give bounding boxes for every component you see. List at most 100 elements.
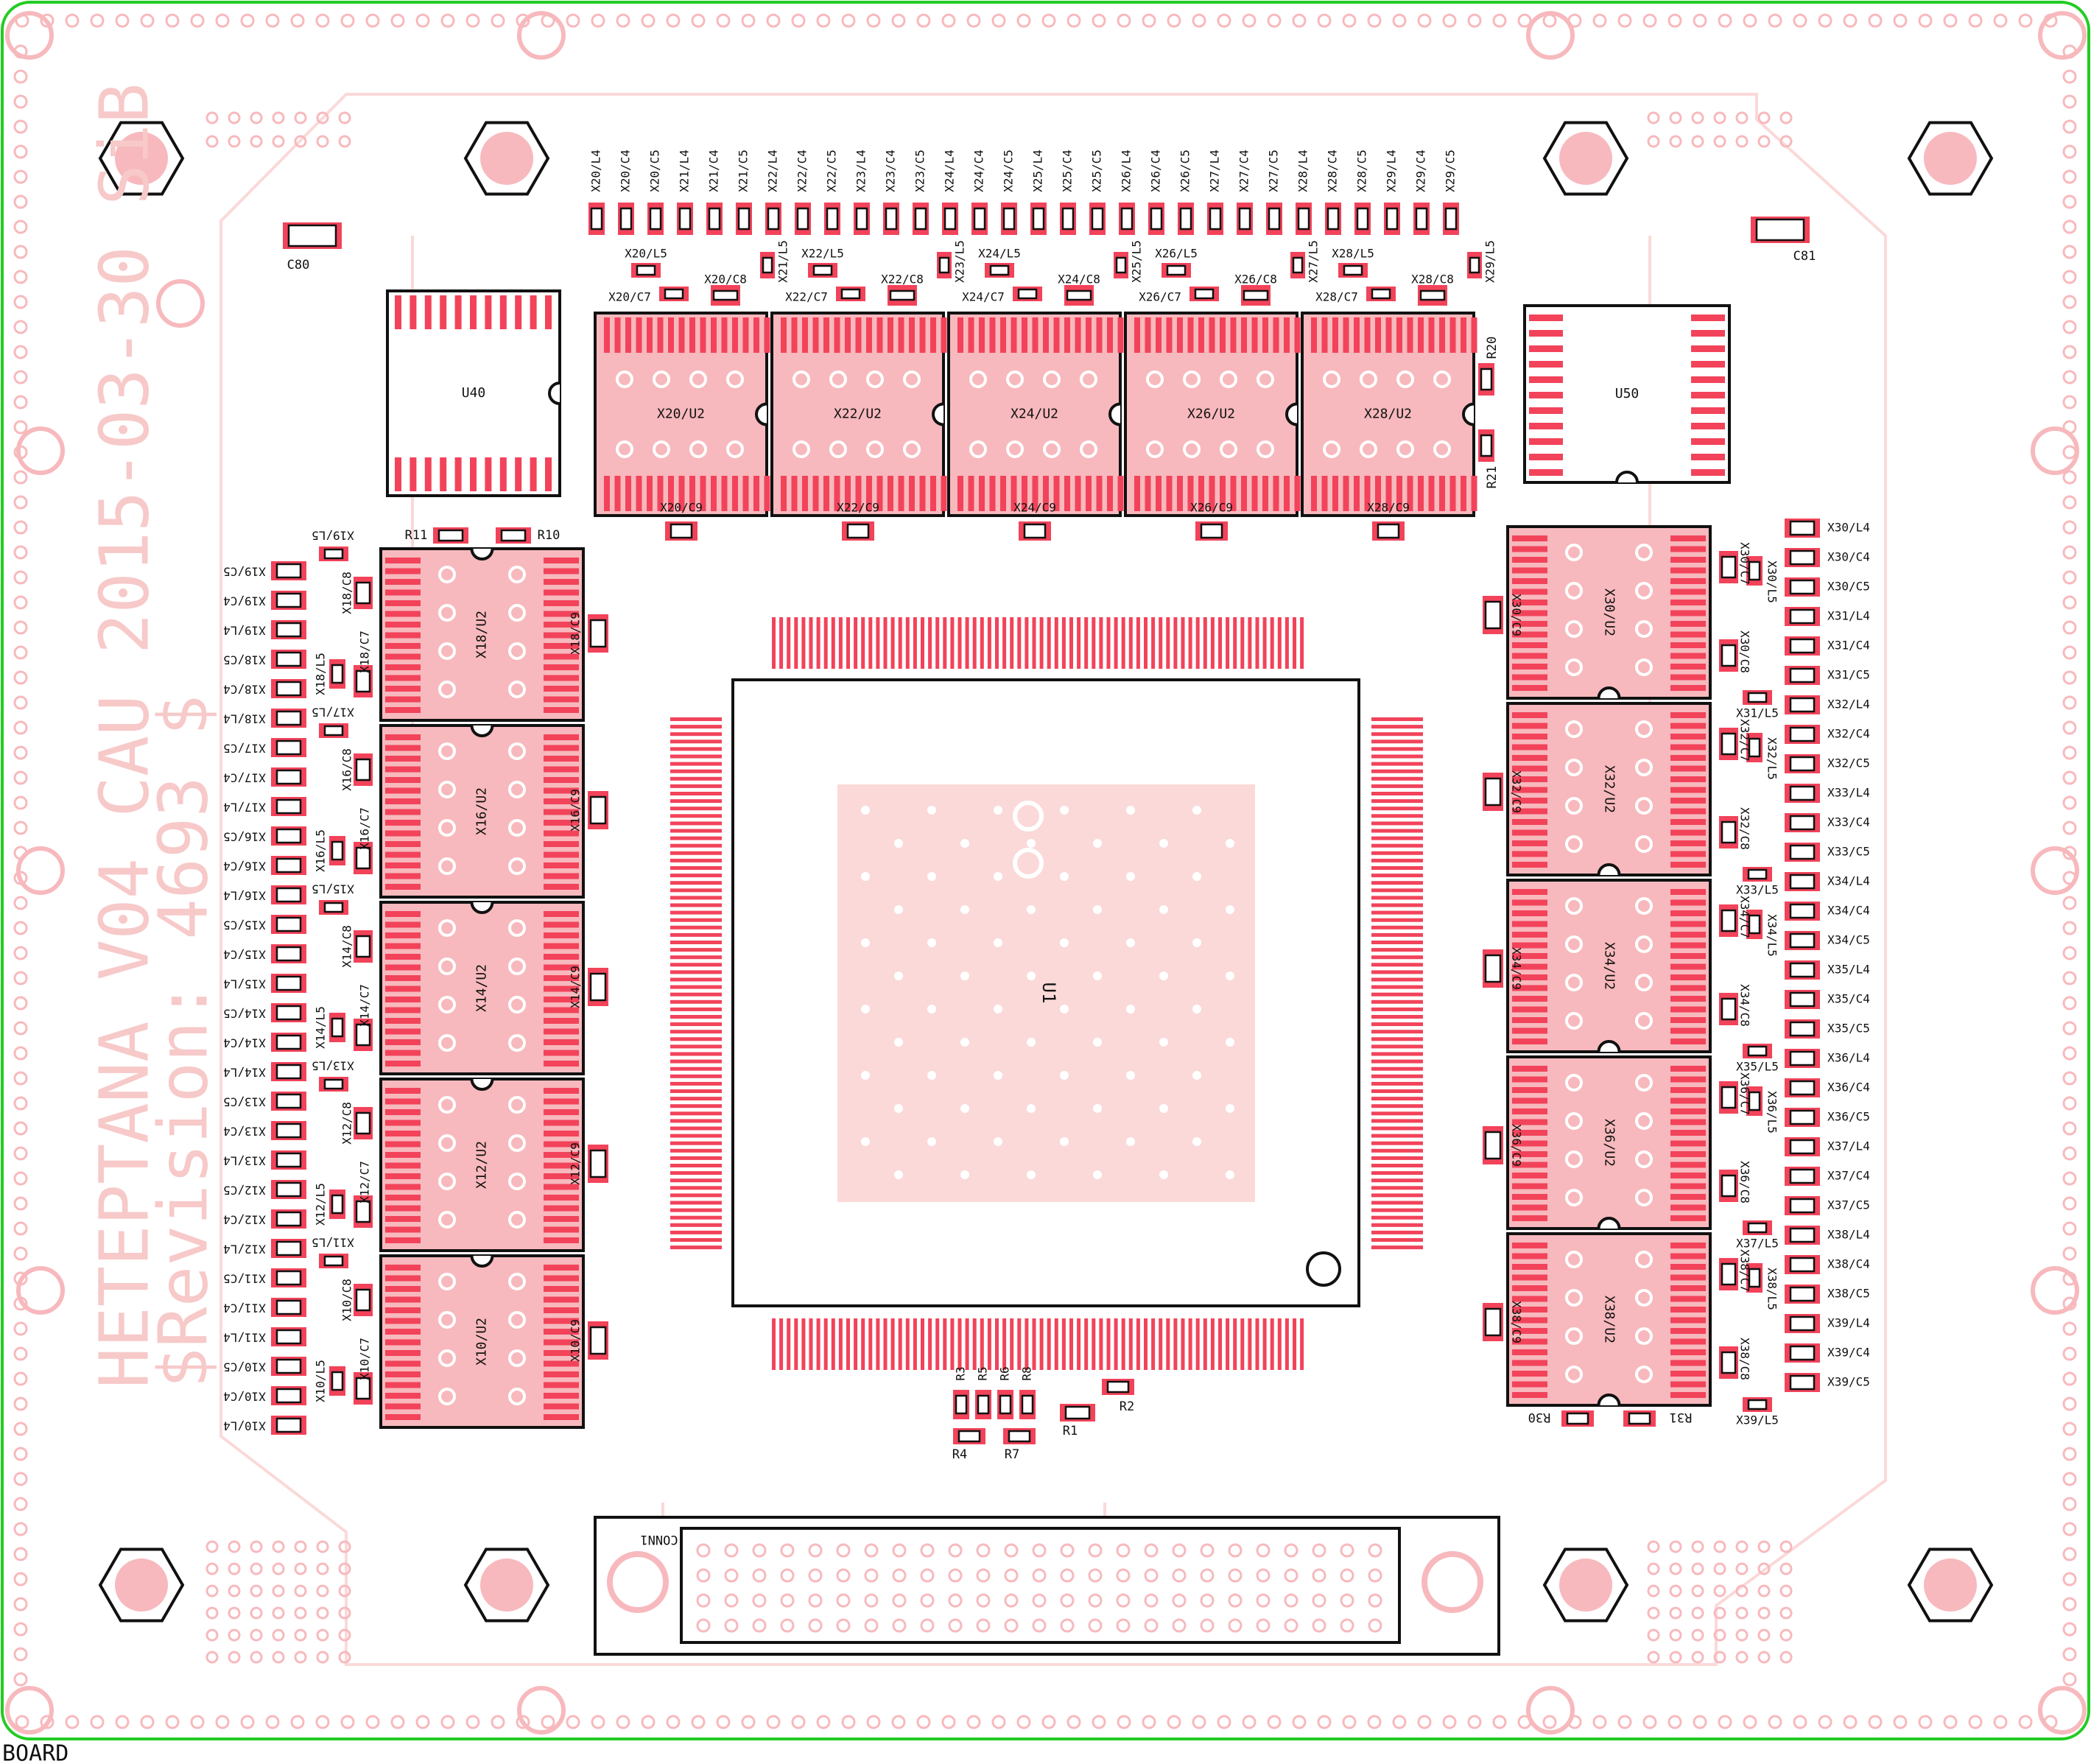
smd-pad: [544, 1195, 579, 1201]
capacitor-body: [1747, 1045, 1768, 1057]
via: [1793, 13, 1807, 28]
smd-pad: [385, 1205, 421, 1212]
smd-pad: [385, 600, 421, 606]
smd-pad: [1407, 317, 1413, 353]
cap-label: X37/L5: [1736, 1237, 1779, 1251]
smd-pad: [1670, 588, 1706, 595]
smd-pad: [544, 975, 579, 981]
via: [1192, 1715, 1206, 1729]
qfp-pin: [670, 977, 722, 982]
via: [13, 169, 28, 184]
capacitor-body: [977, 1394, 990, 1415]
connector-pin: [948, 1593, 963, 1608]
thermal-via: [960, 1038, 969, 1047]
smd-pad: [385, 1339, 421, 1346]
qfp-pin: [1371, 1015, 1423, 1019]
capacitor-body: [275, 798, 302, 815]
via: [294, 1606, 307, 1620]
smd-pad: [385, 809, 421, 815]
smd-pad: [791, 476, 798, 511]
via: [1779, 111, 1793, 124]
smd-pad: [1670, 808, 1706, 815]
smd-pad: [544, 756, 579, 762]
smd-pad: [385, 943, 421, 949]
capacitor-body: [1480, 434, 1493, 457]
via: [315, 13, 330, 28]
smd-pad: [1198, 476, 1204, 511]
via: [2062, 495, 2077, 510]
via: [1565, 720, 1583, 738]
thermal-via: [1159, 971, 1168, 980]
via: [272, 1584, 285, 1598]
qfp-pin: [1371, 941, 1423, 944]
thermal-via: [894, 1170, 903, 1179]
via: [941, 1715, 956, 1729]
qfp-pin: [670, 1238, 722, 1242]
connector-pin: [1256, 1568, 1271, 1583]
cap-label: X31/L4: [1827, 609, 1870, 623]
smd-pad: [454, 295, 462, 329]
thermal-via: [994, 938, 1002, 947]
via: [508, 1349, 526, 1367]
cap-label: X30/C8: [1738, 630, 1752, 673]
via: [841, 13, 856, 28]
via: [1392, 13, 1407, 28]
via: [1691, 1628, 1704, 1642]
module-notch: [1597, 1217, 1621, 1229]
qfp-pin: [1371, 1059, 1423, 1064]
smd-pad: [1512, 1151, 1547, 1157]
smd-pad: [544, 851, 579, 858]
capacitor-body: [355, 1023, 371, 1047]
smd-pad: [1512, 1285, 1547, 1291]
smd-pad: [636, 317, 642, 353]
via: [13, 1021, 28, 1036]
via: [2062, 645, 2077, 660]
capacitor-body: [1326, 207, 1340, 231]
via: [2062, 620, 2077, 635]
smd-pad: [1512, 1307, 1547, 1313]
connector-pin: [1228, 1543, 1243, 1558]
via: [1779, 1540, 1793, 1553]
cap-label: X11/C5: [223, 1272, 266, 1286]
module-notch: [1597, 686, 1621, 699]
qfp-pin: [1121, 1318, 1125, 1370]
via: [365, 1715, 380, 1729]
cap-label: X26/C9: [1190, 501, 1233, 515]
smd-pad: [1512, 1243, 1547, 1248]
capacitor-body: [1721, 1351, 1737, 1374]
smd-pad: [1512, 600, 1547, 605]
smd-pad: [1166, 476, 1173, 511]
smd-pad: [1461, 476, 1466, 511]
via: [1757, 1562, 1771, 1575]
qfp-pin: [1371, 1156, 1423, 1160]
smd-pad: [385, 830, 421, 837]
qfp-pin: [1270, 1318, 1274, 1370]
smd-pad: [1529, 407, 1563, 414]
smd-pad: [1512, 1274, 1547, 1281]
connector-pin: [1340, 1593, 1354, 1608]
via: [115, 1715, 130, 1729]
qfp-pin: [1371, 948, 1423, 952]
smd-pad: [1670, 712, 1706, 718]
qfp-pin: [1106, 617, 1111, 669]
via: [13, 645, 28, 660]
smd-pad: [1670, 1027, 1706, 1034]
via: [1433, 440, 1451, 458]
via: [272, 1540, 285, 1553]
thermal-via: [1126, 1137, 1135, 1146]
qfp-pin: [1099, 1318, 1103, 1370]
qfp-pin: [1371, 1119, 1423, 1123]
via: [1267, 1715, 1282, 1729]
qfp-pin: [950, 1318, 955, 1370]
via: [250, 1562, 263, 1575]
via: [1016, 13, 1031, 28]
smd-pad: [866, 476, 872, 511]
qfp-pin: [801, 617, 806, 669]
thermal-via: [1192, 1137, 1201, 1146]
via: [1635, 658, 1653, 676]
connector-pin: [1144, 1568, 1159, 1583]
smd-pad: [1670, 621, 1706, 627]
thermal-via: [927, 806, 936, 815]
cap-label: X14/C8: [340, 925, 354, 968]
via: [903, 440, 921, 458]
